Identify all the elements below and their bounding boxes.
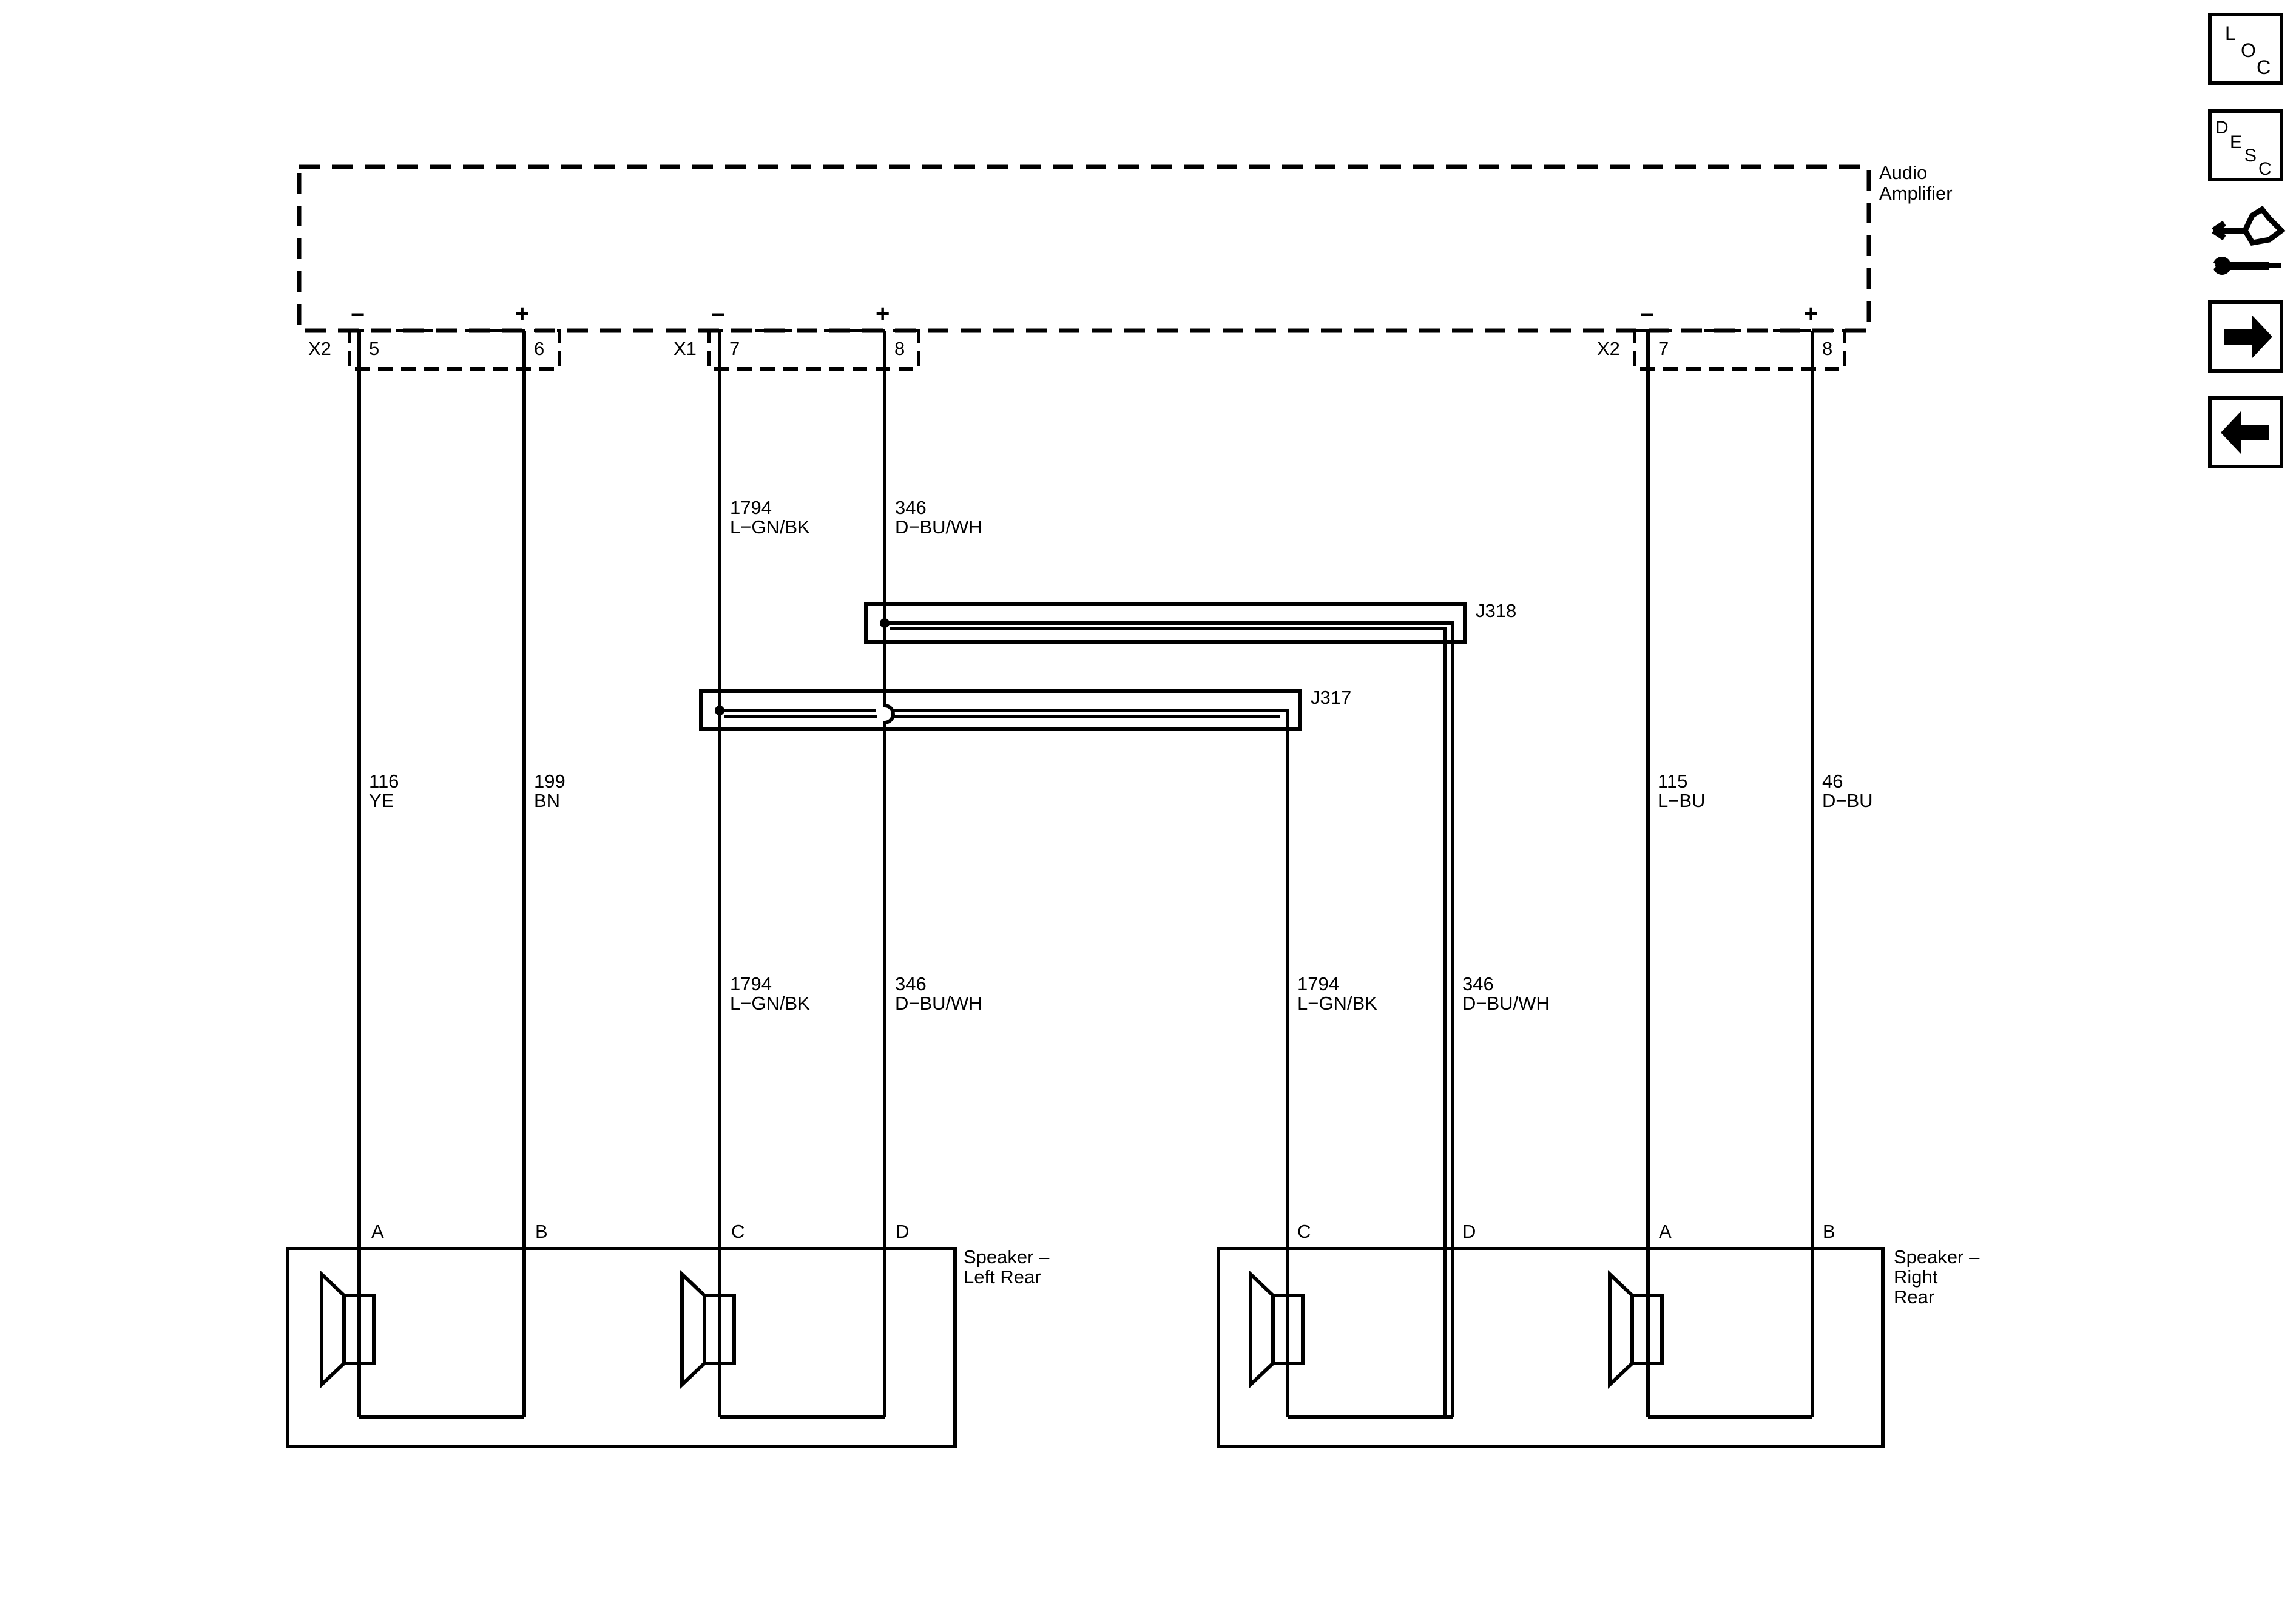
desc-letter: D — [2215, 118, 2229, 138]
speaker-right-rear: C D A B Speaker – Right Rear — [1217, 1221, 1980, 1448]
wire-label: L−GN/BK — [730, 516, 810, 538]
desc-letter: E — [2230, 132, 2242, 152]
wire-label: 1794 — [730, 497, 772, 518]
splice-dot-j317 — [715, 706, 724, 715]
loc-letter: O — [2241, 39, 2256, 61]
wire-346-to-right-inner — [890, 627, 1447, 1417]
polarity-minus: − — [711, 302, 725, 328]
wire-1794-to-right — [720, 709, 1289, 1417]
speaker-left-rear: A B C D Speaker – Left Rear — [286, 1221, 1050, 1448]
desc-letter: C — [2258, 159, 2272, 179]
polarity-minus: − — [351, 302, 365, 328]
arrow-right-icon — [2224, 316, 2272, 358]
connector-left-x2: X2 5 6 − + — [308, 300, 561, 371]
audio-amplifier: Audio Amplifier — [297, 162, 1953, 333]
wire-label: D−BU/WH — [895, 993, 982, 1014]
wire-label: 199 — [534, 771, 566, 792]
amplifier-label-line2: Amplifier — [1879, 183, 1953, 204]
speaker-pin: C — [731, 1221, 745, 1242]
speaker-label: Right — [1894, 1266, 1938, 1288]
wire-label: 1794 — [1297, 973, 1339, 994]
splice-dot-j318 — [880, 618, 890, 628]
speaker-pin: A — [1659, 1221, 1672, 1242]
splice-j317: J317 — [699, 687, 1351, 731]
wire-label: 115 — [1658, 771, 1687, 792]
polarity-plus: + — [515, 300, 529, 327]
splice-label: J317 — [1311, 687, 1351, 708]
wire-label: L−GN/BK — [1297, 993, 1377, 1014]
polarity-plus: + — [876, 300, 890, 327]
speaker-icon — [320, 1270, 376, 1389]
wire-label: YE — [369, 790, 394, 811]
speaker-label: Left Rear — [964, 1266, 1041, 1288]
wire-label: 346 — [895, 973, 927, 994]
connector-right-x2: X2 7 8 − + — [1597, 300, 1846, 371]
speaker-pin: A — [371, 1221, 384, 1242]
speaker-icon — [1608, 1270, 1664, 1389]
loc-letter: L — [2225, 22, 2236, 44]
speaker-label: Speaker – — [964, 1246, 1050, 1267]
speaker-pin: B — [1823, 1221, 1835, 1242]
connector-name: X2 — [308, 338, 331, 359]
connector-name: X2 — [1597, 338, 1620, 359]
polarity-minus: − — [1640, 302, 1654, 328]
wire-label: L−BU — [1658, 790, 1705, 811]
loc-letter: C — [2257, 56, 2271, 78]
pin-number: 6 — [534, 338, 544, 359]
polarity-plus: + — [1804, 300, 1818, 327]
wire-label: 346 — [1462, 973, 1494, 994]
wire-label: D−BU — [1822, 790, 1873, 811]
nav-panel: L O C D E S C — [2208, 13, 2286, 468]
pin-number: 7 — [1658, 338, 1669, 359]
speaker-pin: D — [1462, 1221, 1476, 1242]
splice-j318: J318 — [864, 600, 1516, 644]
arrow-left-icon — [2221, 411, 2269, 454]
connector-mid-x1: X1 7 8 − + — [674, 300, 920, 371]
speaker-label: Speaker – — [1894, 1246, 1980, 1267]
wire-label: BN — [534, 790, 560, 811]
wire-label: D−BU/WH — [1462, 993, 1550, 1014]
wire-label: 346 — [895, 497, 927, 518]
loc-button[interactable]: L O C — [2208, 13, 2283, 85]
wire-labels: 1794 L−GN/BK 346 D−BU/WH 116 YE 199 BN 1… — [369, 497, 1873, 1014]
amplifier-label-line1: Audio — [1879, 162, 1927, 183]
wire-label: L−GN/BK — [730, 993, 810, 1014]
pin-number: 8 — [1822, 338, 1832, 359]
connector-repair-icon[interactable] — [2209, 206, 2286, 275]
pin-number: 8 — [894, 338, 905, 359]
forward-arrow-button[interactable] — [2208, 300, 2283, 373]
pin-number: 5 — [369, 338, 379, 359]
wires — [357, 331, 1814, 1417]
wire-label: 1794 — [730, 973, 772, 994]
wire-label: 116 — [369, 771, 399, 792]
speaker-icon — [680, 1270, 736, 1389]
splice-label: J318 — [1476, 600, 1516, 621]
speaker-icon — [1249, 1270, 1305, 1389]
back-arrow-button[interactable] — [2208, 396, 2283, 468]
wire-346-to-right — [885, 621, 1454, 1417]
desc-button[interactable]: D E S C — [2208, 109, 2283, 181]
speaker-pin: C — [1297, 1221, 1311, 1242]
pin-number: 7 — [729, 338, 740, 359]
wire-label: 46 — [1822, 771, 1843, 792]
speaker-pin: D — [896, 1221, 909, 1242]
desc-letter: S — [2244, 146, 2257, 166]
speaker-pin: B — [535, 1221, 548, 1242]
speaker-label: Rear — [1894, 1286, 1934, 1308]
wire-label: D−BU/WH — [895, 516, 982, 538]
connector-name: X1 — [674, 338, 697, 359]
wire-346-left — [883, 331, 895, 1417]
